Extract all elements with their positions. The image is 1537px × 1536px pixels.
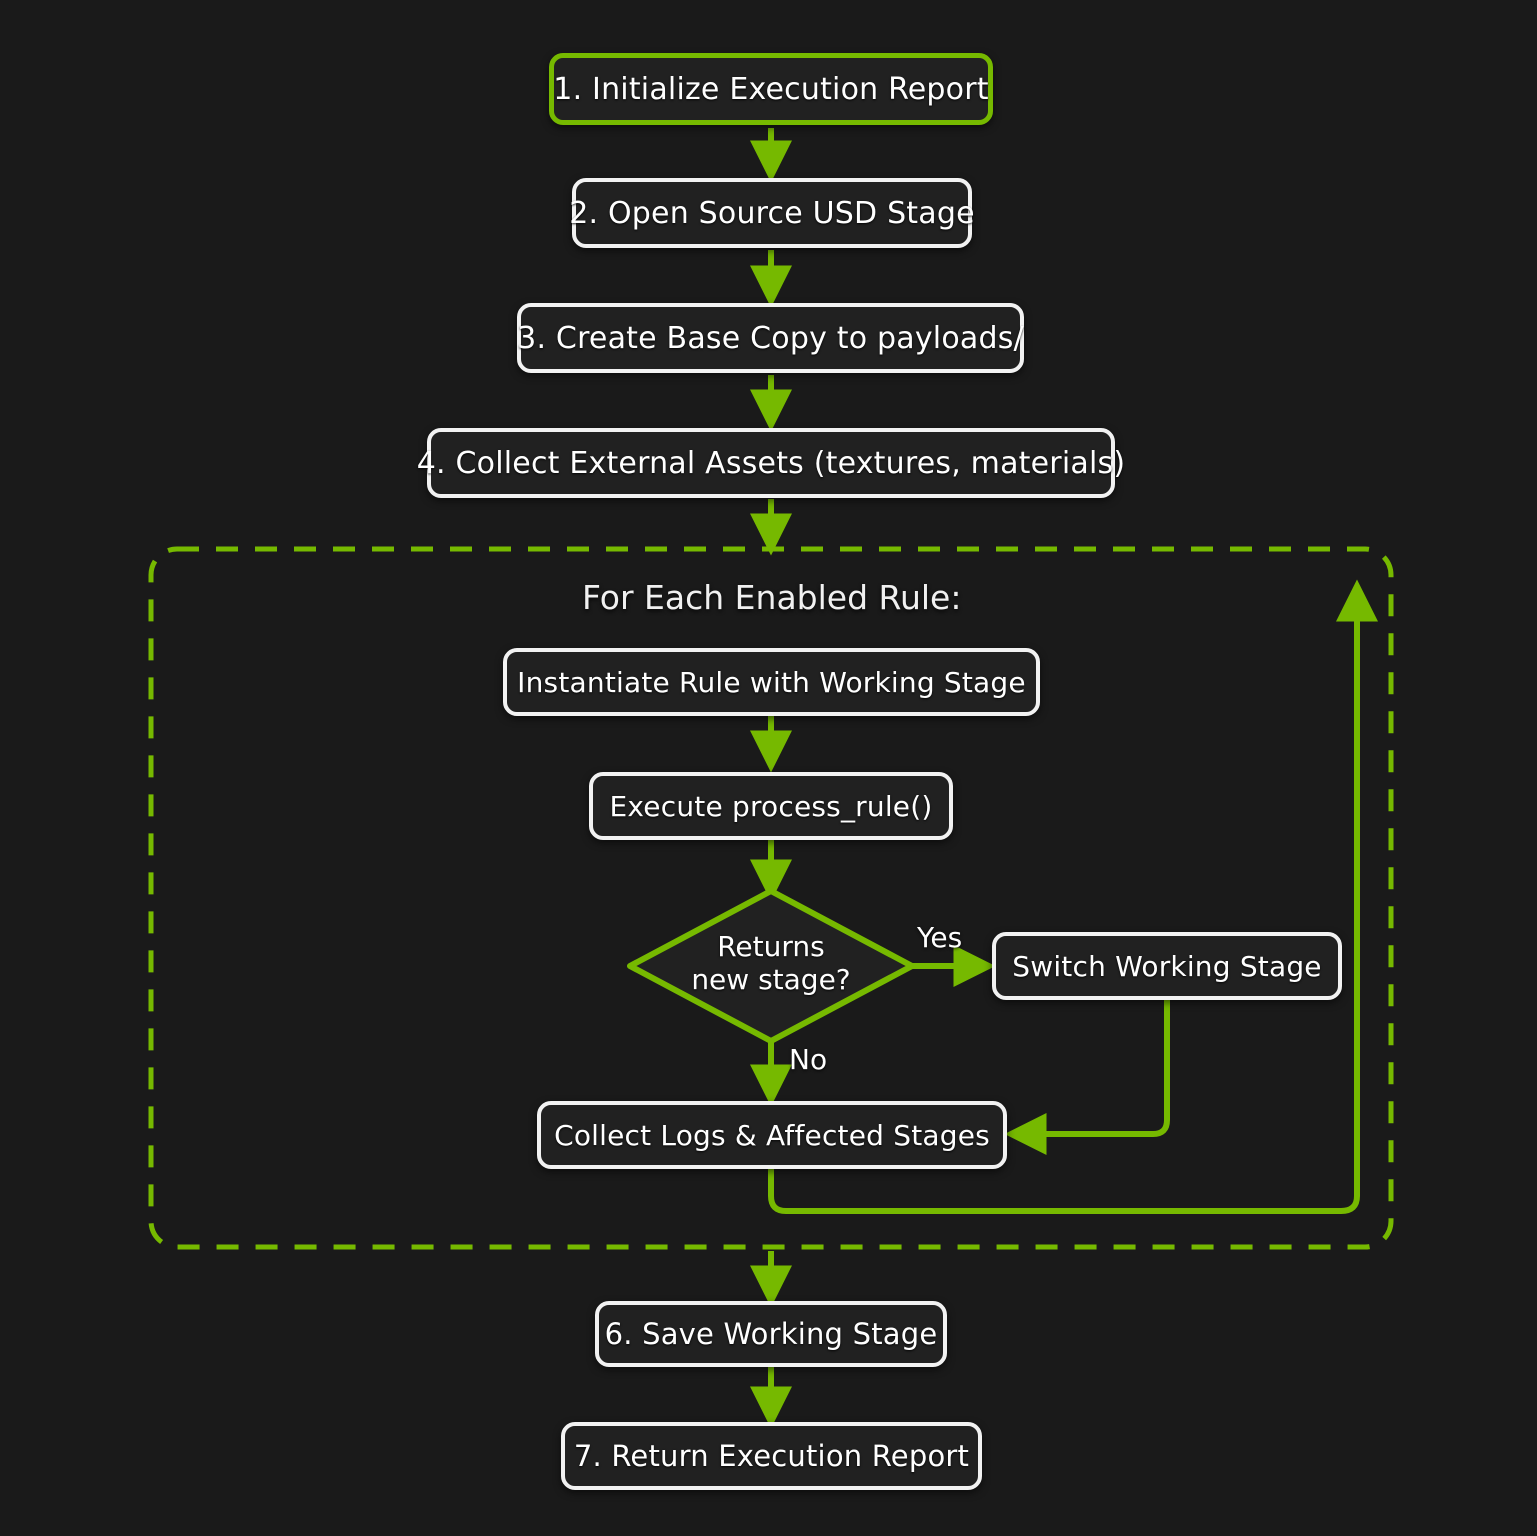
edge-label-no: No <box>789 1043 828 1076</box>
edge-label-yes: Yes <box>917 921 963 954</box>
node-switch-working-stage[interactable]: Switch Working Stage <box>992 932 1342 1000</box>
decision-diamond <box>627 888 915 1044</box>
node-label: 6. Save Working Stage <box>604 1317 938 1351</box>
node-return-execution-report[interactable]: 7. Return Execution Report <box>561 1422 982 1490</box>
node-initialize-execution-report[interactable]: 1. Initialize Execution Report <box>549 53 993 125</box>
edge-loopback <box>768 579 1378 1214</box>
edge-switch-collectlogs <box>1004 1000 1170 1155</box>
node-label: 2. Open Source USD Stage <box>569 195 975 231</box>
node-open-source-usd-stage[interactable]: 2. Open Source USD Stage <box>569 178 975 248</box>
node-collect-external-assets[interactable]: 4. Collect External Assets (textures, ma… <box>417 428 1125 498</box>
node-label: Switch Working Stage <box>1012 949 1322 983</box>
node-label: 4. Collect External Assets (textures, ma… <box>416 445 1126 481</box>
node-label: Instantiate Rule with Working Stage <box>517 665 1026 699</box>
node-label: 7. Return Execution Report <box>573 1439 970 1473</box>
node-label: Collect Logs & Affected Stages <box>554 1118 990 1152</box>
node-label: 3. Create Base Copy to payloads/ <box>517 320 1024 356</box>
node-instantiate-rule[interactable]: Instantiate Rule with Working Stage <box>503 648 1040 716</box>
node-collect-logs-affected-stages[interactable]: Collect Logs & Affected Stages <box>537 1101 1007 1169</box>
node-save-working-stage[interactable]: 6. Save Working Stage <box>595 1301 947 1367</box>
node-create-base-copy[interactable]: 3. Create Base Copy to payloads/ <box>517 303 1024 373</box>
node-label: 1. Initialize Execution Report <box>553 71 989 107</box>
node-execute-process-rule[interactable]: Execute process_rule() <box>589 772 953 840</box>
node-label: Execute process_rule() <box>609 789 933 823</box>
subgraph-title: For Each Enabled Rule: <box>582 578 962 617</box>
